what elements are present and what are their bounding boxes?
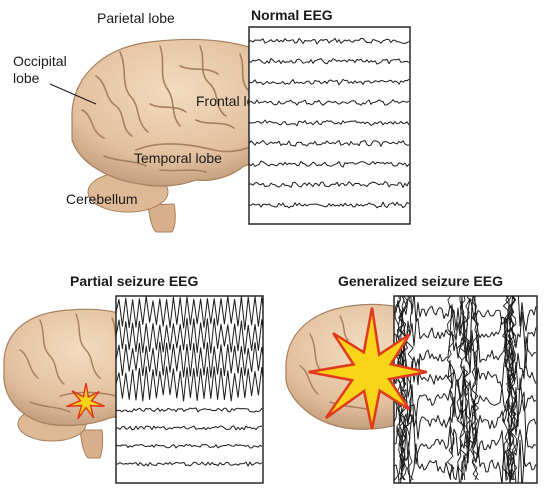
partial-eeg-normal-trace <box>116 407 263 413</box>
generalized-eeg-spike-column <box>507 296 517 481</box>
generalized-eeg-spike-column <box>471 296 480 481</box>
normal-eeg-trace <box>249 99 410 106</box>
title-generalized-seizure-eeg: Generalized seizure EEG <box>338 273 503 289</box>
normal-eeg-trace <box>249 37 410 45</box>
generalized-eeg-spike-column <box>470 296 479 481</box>
occipital-pointer-line <box>49 83 97 105</box>
normal-eeg-trace <box>249 181 410 188</box>
brainstem <box>147 203 176 233</box>
normal-eeg-traces <box>249 37 410 209</box>
label-parietal-lobe: Parietal lobe <box>97 10 175 26</box>
normal-eeg-trace <box>249 140 410 147</box>
partial-eeg-normal-trace <box>116 443 263 449</box>
brainstem-partial <box>79 429 104 459</box>
normal-eeg-trace <box>249 119 410 127</box>
partial-eeg-traces <box>116 296 263 467</box>
normal-eeg-trace <box>249 201 410 209</box>
generalized-eeg-spike-column <box>462 296 471 481</box>
seizure-burst-star-large <box>308 307 428 430</box>
label-cerebellum: Cerebellum <box>66 191 138 207</box>
partial-eeg-seizure-trace <box>116 317 263 355</box>
generalized-eeg-spike-column <box>405 296 415 481</box>
partial-eeg-normal-trace <box>116 461 263 467</box>
label-occipital-lobe-line2: lobe <box>13 70 40 86</box>
partial-eeg-seizure-trace <box>116 296 263 331</box>
normal-eeg-trace <box>249 160 410 168</box>
label-occipital-lobe-line1: Occipital <box>13 53 67 69</box>
brain-large <box>71 38 298 233</box>
generalized-eeg-trace <box>394 390 537 453</box>
title-partial-seizure-eeg: Partial seizure EEG <box>70 273 199 289</box>
partial-eeg-normal-trace <box>116 425 263 431</box>
normal-eeg-frame <box>248 26 411 225</box>
seizure-focus-star-small <box>66 382 105 420</box>
label-temporal-lobe: Temporal lobe <box>134 150 222 166</box>
generalized-eeg-spike-column <box>456 296 465 481</box>
normal-eeg-trace <box>249 58 410 65</box>
generalized-eeg-spike-column <box>397 296 407 481</box>
partial-eeg-seizure-trace <box>116 341 263 378</box>
generalized-eeg-trace <box>394 303 537 367</box>
generalized-eeg-spike-column <box>446 296 455 481</box>
partial-eeg-seizure-trace <box>116 366 263 402</box>
generalized-eeg-spike-column <box>396 296 405 481</box>
normal-eeg-trace <box>249 78 410 86</box>
generalized-eeg-trace <box>394 374 537 428</box>
generalized-eeg-traces <box>394 296 537 483</box>
title-normal-eeg: Normal EEG <box>251 7 333 23</box>
generalized-eeg-spike-column <box>504 296 513 481</box>
